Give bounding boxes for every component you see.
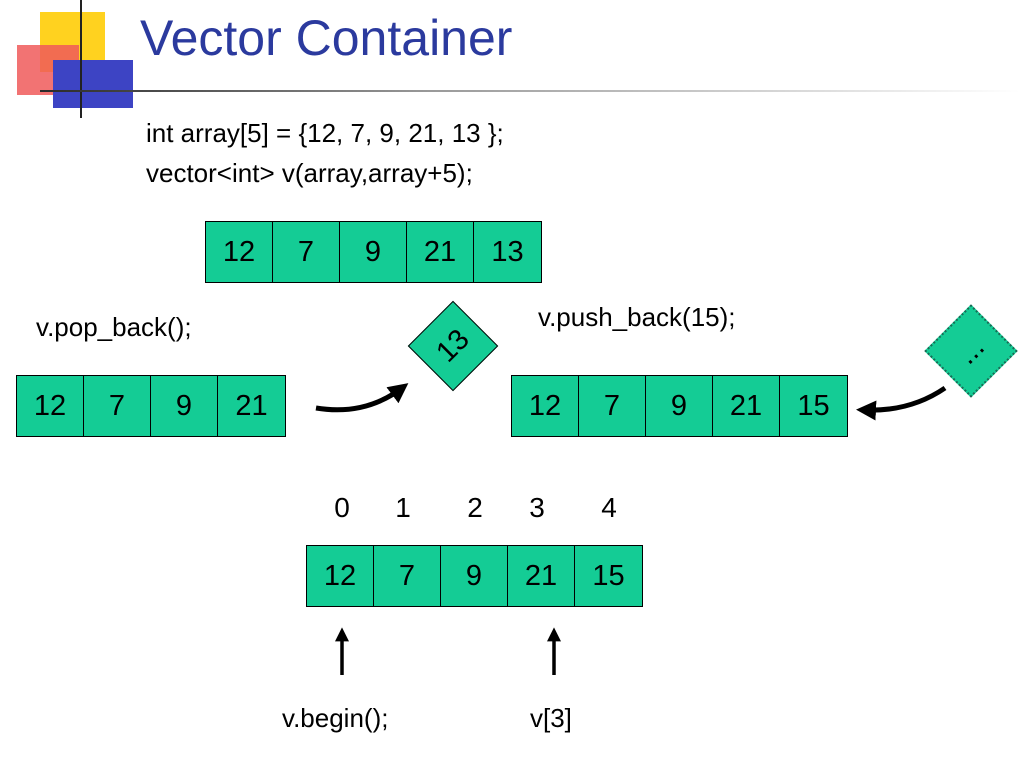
vector-cell: 21 <box>235 389 268 422</box>
vector-cell: 21 <box>508 546 575 606</box>
vector-cell: 7 <box>374 546 441 606</box>
vector-cell: 7 <box>84 376 151 436</box>
pop-back-vector: 12 7 9 21 <box>16 375 286 437</box>
code-line-vector: vector<int> v(array,array+5); <box>146 158 473 188</box>
push-back-label: v.push_back(15); <box>538 302 736 332</box>
pop-arrow-icon <box>315 383 409 413</box>
vector-cell: 7 <box>579 376 646 436</box>
push-arrow-icon <box>856 385 947 421</box>
deco-blue-square <box>53 60 133 108</box>
vector-cell: 12 <box>512 376 579 436</box>
vector-cell: 9 <box>151 376 218 436</box>
slide-title: Vector Container <box>140 10 513 66</box>
vector-cell: 9 <box>441 546 508 606</box>
vector-cell: 12 <box>206 222 273 282</box>
indexed-vector: 12 7 9 21 15 <box>306 545 643 607</box>
vector-cell: 9 <box>340 222 407 282</box>
index-label: 0 <box>334 492 350 523</box>
vector-cell: 15 <box>797 389 830 422</box>
index-label: 2 <box>467 492 483 523</box>
vector-cell: 7 <box>273 222 340 282</box>
vector-cell: 13 <box>491 235 524 268</box>
pop-back-label: v.pop_back(); <box>36 312 192 342</box>
vector-cell: 9 <box>646 376 713 436</box>
index-label: 4 <box>601 492 617 523</box>
code-line-array: int array[5] = {12, 7, 9, 21, 13 }; <box>146 118 504 148</box>
vector-cell: 15 <box>592 559 625 592</box>
begin-label: v.begin(); <box>282 703 389 733</box>
index-label: 1 <box>395 492 411 523</box>
deco-horizontal-line <box>40 90 1020 92</box>
vector-cell: 12 <box>307 546 374 606</box>
deco-vertical-line <box>80 0 82 118</box>
index-access-label: v[3] <box>530 703 572 733</box>
vector-cell: 21 <box>713 376 780 436</box>
index-label: 3 <box>529 492 545 523</box>
initial-vector: 12 7 9 21 13 <box>205 221 542 283</box>
push-back-vector: 12 7 9 21 15 <box>511 375 848 437</box>
vector-cell: 12 <box>17 376 84 436</box>
vector-cell: 21 <box>407 222 474 282</box>
